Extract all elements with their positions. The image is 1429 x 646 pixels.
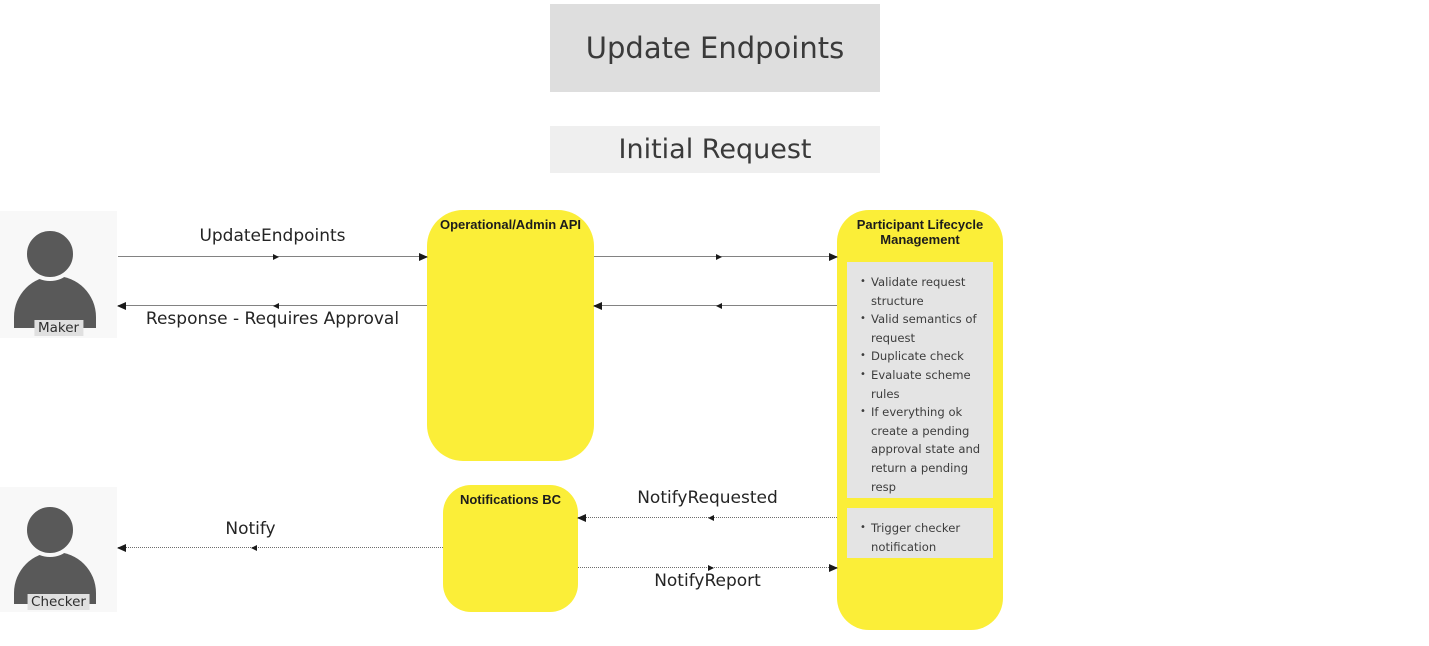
- message-notify-label: Notify: [225, 519, 276, 539]
- note-validation-list: Validate request structure Valid semanti…: [847, 262, 993, 496]
- participant-notifications-bc: Notifications BC: [443, 485, 578, 612]
- message-notify-line: [117, 543, 443, 552]
- participant-operational-admin-api: Operational/Admin API: [427, 210, 594, 461]
- diagram-title-box: Update Endpoints: [550, 4, 880, 92]
- arrowhead-left-icon: [577, 513, 586, 522]
- note-trigger-checker: Trigger checker notification: [847, 508, 993, 558]
- arrowhead-left-icon: [117, 543, 126, 552]
- message-update-endpoints-line: [118, 252, 428, 261]
- message-notify-report-line: [578, 563, 838, 572]
- person-icon: [23, 227, 77, 281]
- mid-arrow-icon: [251, 544, 258, 551]
- message-update-endpoints-label: UpdateEndpoints: [199, 226, 346, 246]
- diagram-subtitle-box: Initial Request: [550, 126, 880, 173]
- message-notify-requested-line: [577, 513, 837, 522]
- participant-lifecycle-management-label: Participant Lifecycle Management: [856, 217, 984, 247]
- arrowhead-right-icon: [829, 252, 838, 261]
- message-notify-report-label: NotifyReport: [654, 571, 761, 591]
- arrowhead-right-icon: [829, 563, 838, 572]
- note-bullet: Trigger checker notification: [857, 519, 987, 556]
- note-bullet: Duplicate check: [857, 347, 987, 366]
- arrowhead-right-icon: [419, 252, 428, 261]
- note-bullet: Validate request structure: [857, 273, 987, 310]
- diagram-subtitle: Initial Request: [618, 134, 812, 165]
- mid-arrow-icon: [272, 302, 279, 309]
- message-response-requires-approval-line: [117, 301, 427, 310]
- mid-arrow-icon: [272, 253, 279, 260]
- message-relay-request-line: [594, 252, 838, 261]
- arrowhead-left-icon: [117, 301, 126, 310]
- actor-checker-label: Checker: [27, 594, 90, 610]
- message-notify-requested-label: NotifyRequested: [637, 488, 778, 508]
- actor-maker: Maker: [0, 211, 117, 338]
- mid-arrow-icon: [707, 514, 714, 521]
- participant-operational-admin-api-label: Operational/Admin API: [439, 217, 582, 232]
- arrowhead-left-icon: [593, 301, 602, 310]
- actor-checker: Checker: [0, 487, 117, 612]
- note-bullet: Valid semantics of request: [857, 310, 987, 347]
- note-bullet: If everything ok create a pending approv…: [857, 403, 987, 496]
- mid-arrow-icon: [715, 253, 722, 260]
- note-bullet: Evaluate scheme rules: [857, 366, 987, 403]
- person-icon: [23, 503, 77, 557]
- diagram-title: Update Endpoints: [585, 31, 845, 65]
- participant-notifications-bc-label: Notifications BC: [459, 492, 562, 507]
- message-relay-response-line: [593, 301, 837, 310]
- message-response-requires-approval-label: Response - Requires Approval: [145, 309, 400, 329]
- note-trigger-list: Trigger checker notification: [847, 508, 993, 556]
- note-validation-steps: Validate request structure Valid semanti…: [847, 262, 993, 498]
- mid-arrow-icon: [715, 302, 722, 309]
- mid-arrow-icon: [707, 564, 714, 571]
- actor-maker-label: Maker: [33, 320, 84, 336]
